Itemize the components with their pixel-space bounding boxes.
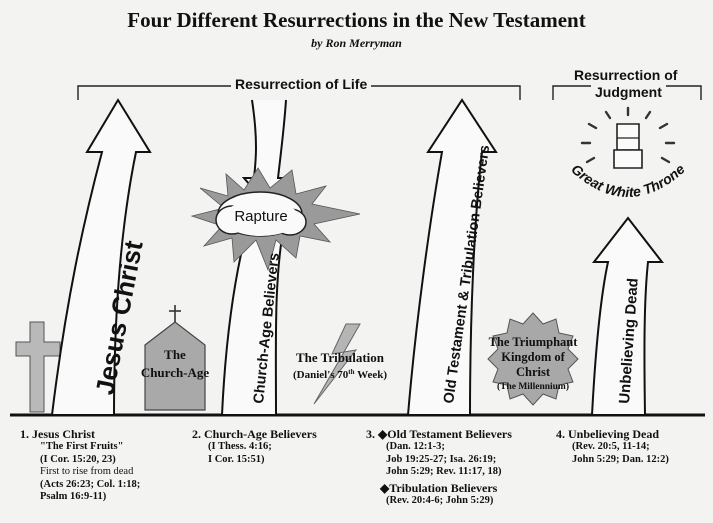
footnote-1-line-2: (I Cor. 15:20, 23) bbox=[40, 453, 116, 465]
cross-icon bbox=[15, 321, 61, 413]
footnote-2-heading: Church-Age Believers bbox=[204, 427, 317, 441]
kingdom-label-3: Christ bbox=[516, 365, 551, 379]
footnote-4: 4. Unbelieving Dead (Rev. 20:5, 11-14; J… bbox=[556, 428, 669, 466]
resurrection-of-judgment-label-1: Resurrection of bbox=[570, 67, 682, 83]
kingdom-starburst bbox=[487, 312, 579, 406]
footnote-2-line-2: I Cor. 15:51) bbox=[208, 453, 265, 465]
jesus-christ-arrow bbox=[50, 98, 152, 416]
kingdom-label-4: (The Millennium) bbox=[497, 381, 569, 392]
tribulation-lightning-icon bbox=[313, 323, 361, 405]
footnote-2-line-1: (I Thess. 4:16; bbox=[208, 441, 272, 452]
footnote-2: 2. Church-Age Believers (I Thess. 4:16; … bbox=[192, 428, 317, 466]
rapture-cloud bbox=[190, 167, 361, 272]
footnote-4-number: 4. bbox=[556, 427, 565, 441]
rapture-label: Rapture bbox=[234, 208, 287, 225]
footnote-3-line-4: (Rev. 20:4-6; John 5:29) bbox=[386, 494, 494, 506]
footnote-1-number: 1. bbox=[20, 427, 29, 441]
footnote-1-line-5: Psalm 16:9-11) bbox=[40, 491, 107, 502]
byline: by Ron Merryman bbox=[311, 36, 402, 50]
footnote-1-line-4: (Acts 26:23; Col. 1:18; bbox=[40, 478, 141, 490]
footnote-4-line-2: John 5:29; Dan. 12:2) bbox=[572, 453, 669, 465]
resurrection-of-judgment-label-2: Judgment bbox=[591, 84, 666, 100]
kingdom-label-1: The Triumphant bbox=[489, 335, 579, 349]
church-age-label-1: The bbox=[164, 347, 186, 362]
footnote-3-number: 3. bbox=[366, 427, 375, 441]
footnote-1-line-1: "The First Fruits" bbox=[40, 441, 124, 452]
church-icon bbox=[144, 305, 206, 411]
unbelieving-dead-arrow bbox=[590, 216, 665, 416]
footnote-3-heading: ◆Old Testament Believers bbox=[378, 427, 512, 441]
tribulation-label: The Tribulation bbox=[296, 350, 385, 365]
footnote-1-heading: Jesus Christ bbox=[32, 427, 96, 441]
great-white-throne-icon bbox=[580, 106, 676, 169]
ot-tribulation-arrow bbox=[406, 98, 498, 416]
tribulation-week-label: (Daniel's 70th Week) bbox=[293, 368, 387, 381]
footnote-1-line-3: First to rise from dead bbox=[40, 466, 134, 477]
footnote-3-heading-2: ◆Tribulation Believers bbox=[380, 480, 498, 495]
footnote-3: 3. ◆Old Testament Believers (Dan. 12:1-3… bbox=[366, 428, 512, 507]
church-age-label-2: Church-Age bbox=[141, 365, 210, 380]
resurrection-of-life-label: Resurrection of Life bbox=[231, 76, 372, 92]
footnote-4-heading: Unbelieving Dead bbox=[568, 427, 660, 441]
footnote-3-line-3: John 5:29; Rev. 11:17, 18) bbox=[386, 466, 502, 477]
footnote-4-line-1: (Rev. 20:5, 11-14; bbox=[572, 441, 650, 452]
footnote-2-number: 2. bbox=[192, 427, 201, 441]
footnote-3-line-1: (Dan. 12:1-3; bbox=[386, 441, 445, 452]
kingdom-label-2: Kingdom of bbox=[501, 350, 565, 364]
footnote-1: 1. Jesus Christ "The First Fruits" (I Co… bbox=[20, 428, 140, 504]
page-title: Four Different Resurrections in the New … bbox=[127, 8, 586, 32]
footnote-3-line-2: Job 19:25-27; Isa. 26:19; bbox=[386, 453, 497, 465]
